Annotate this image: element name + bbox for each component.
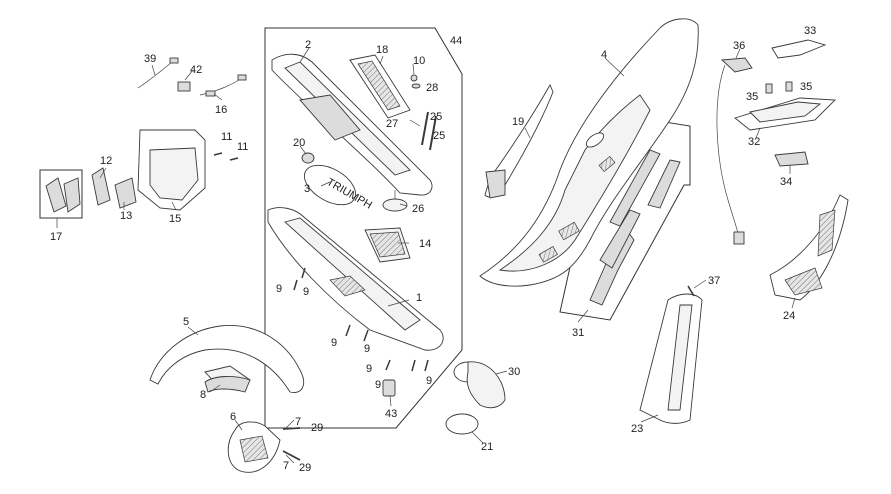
callout-11b: 11 (237, 141, 248, 153)
callout-16: 16 (215, 104, 227, 116)
part-30-intake-boot (453, 361, 506, 409)
callout-17: 17 (50, 231, 62, 243)
callout-9c: 9 (331, 337, 337, 349)
part-33-tail-lens (771, 39, 827, 59)
part-42-connector (177, 81, 191, 92)
callout-2: 2 (305, 39, 311, 51)
callout-12: 12 (100, 155, 112, 167)
part-28-washer (411, 83, 421, 89)
callout-19: 19 (512, 116, 524, 128)
part-6-disc-guard (227, 421, 281, 473)
part-21-clamp (445, 413, 479, 435)
callout-43: 43 (385, 408, 397, 420)
part-39-wire (137, 57, 179, 89)
part-25-bolts (421, 111, 437, 151)
part-7-29-bolts (282, 427, 301, 461)
part-23-mud-flap (639, 293, 703, 424)
part-36-cable (716, 57, 753, 245)
callout-6: 6 (230, 411, 236, 423)
callout-35a: 35 (746, 91, 758, 103)
callout-24: 24 (783, 310, 795, 322)
callout-4: 4 (601, 49, 607, 61)
callout-20: 20 (293, 137, 305, 149)
callout-34: 34 (780, 176, 792, 188)
part-43-grommet (382, 379, 396, 397)
part-16-wire-harness (199, 74, 247, 97)
callout-9b: 9 (303, 286, 309, 298)
callout-9f: 9 (375, 379, 381, 391)
callout-36: 36 (733, 40, 745, 52)
part-26-filter-base (382, 190, 408, 212)
part-35-screws (765, 81, 793, 94)
callout-31: 31 (572, 327, 584, 339)
part-4-rear-body-panel (479, 18, 699, 287)
part-11-screws (213, 152, 239, 161)
callout-5: 5 (183, 316, 189, 328)
callout-7a: 7 (295, 416, 301, 428)
part-8-fender-bracket (204, 376, 251, 393)
callout-labels: 1 2 3 4 5 6 7 7 8 9 9 9 9 9 9 9 10 11 11… (50, 25, 816, 474)
part-24-heel-guard (769, 194, 849, 301)
callout-8: 8 (200, 389, 206, 401)
callout-14: 14 (419, 238, 431, 250)
callout-3: 3 (304, 183, 310, 195)
part-2-side-panel-upper (271, 53, 433, 196)
part-15-headlight-mask (137, 129, 206, 211)
part-1-side-panel-lower (267, 207, 444, 351)
callout-9a: 9 (276, 283, 282, 295)
callout-18: 18 (376, 44, 388, 56)
callout-11a: 11 (221, 131, 232, 143)
reflector-frame-17 (39, 169, 83, 219)
callout-1: 1 (416, 292, 422, 304)
callout-26: 26 (412, 203, 424, 215)
callout-29b: 29 (299, 462, 311, 474)
callout-25a: 25 (430, 111, 442, 123)
callout-28: 28 (426, 82, 438, 94)
part-17-reflector-pair (45, 177, 81, 213)
part-19-side-plate (484, 83, 554, 199)
callout-32: 32 (748, 136, 760, 148)
callout-44: 44 (450, 35, 462, 47)
part-14-filter-cage (364, 227, 411, 263)
callout-35b: 35 (800, 81, 812, 93)
part-12-reflector (91, 167, 111, 206)
callout-33: 33 (804, 25, 816, 37)
callout-13: 13 (120, 210, 132, 222)
part-10-fastener (410, 74, 418, 82)
callout-30: 30 (508, 366, 520, 378)
callout-27: 27 (386, 118, 398, 130)
leader-lines (56, 47, 796, 464)
callout-37: 37 (708, 275, 720, 287)
part-13-reflector (114, 177, 137, 209)
part-9-screws (293, 267, 429, 372)
callout-25b: 25 (433, 130, 445, 142)
callout-9d: 9 (364, 343, 370, 355)
callout-7b: 7 (283, 460, 289, 472)
part-20-nut (301, 152, 315, 164)
callout-23: 23 (631, 423, 643, 435)
callout-39: 39 (144, 53, 156, 65)
part-32-tail-light (734, 97, 837, 131)
callout-9e: 9 (366, 363, 372, 375)
callout-42: 42 (190, 64, 202, 76)
callout-29a: 29 (311, 422, 323, 434)
part-18-air-grille (349, 54, 411, 119)
part-37-screw (687, 285, 695, 297)
part-34-clip (774, 151, 809, 167)
callout-15: 15 (169, 213, 181, 225)
part-31-decals (589, 149, 681, 306)
callout-9g: 9 (426, 375, 432, 387)
callout-21: 21 (481, 441, 493, 453)
callout-10: 10 (413, 55, 425, 67)
